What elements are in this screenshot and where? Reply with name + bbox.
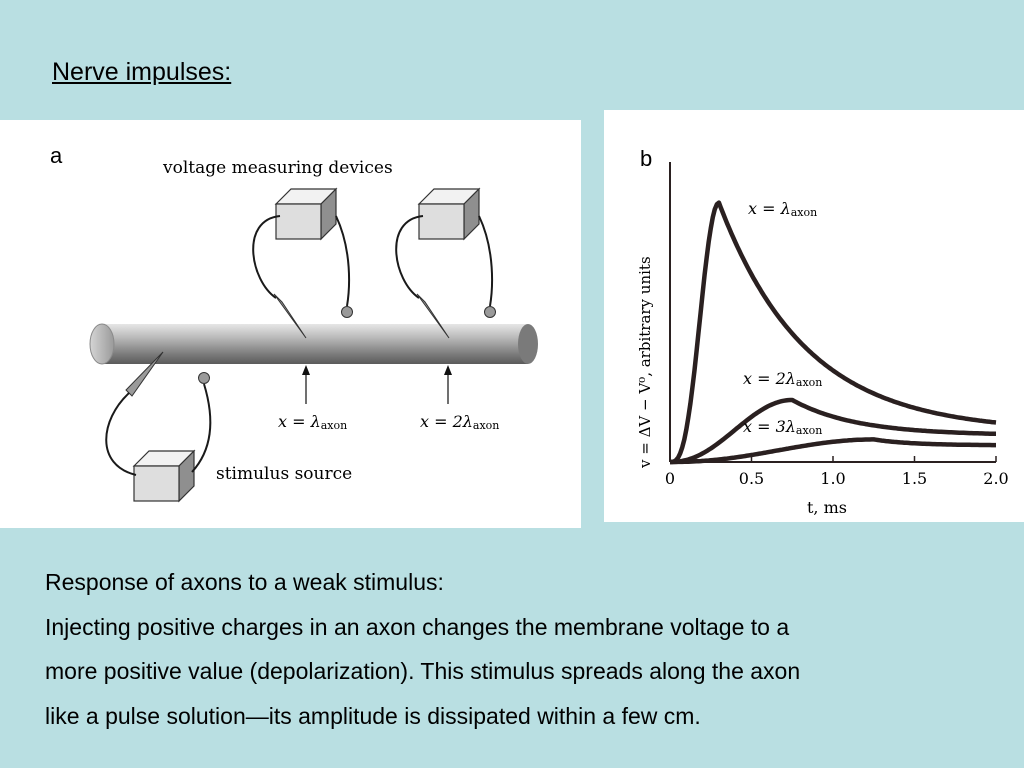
figure-panel-b: b v = ΔV − V⁰, arbitrary units 0 0.5 1.0 1.… [604,110,1024,522]
curve-3lambda [669,437,997,465]
x-tick-label: 2.0 [983,469,1008,488]
voltage-device-1 [252,187,353,339]
curve-2lambda [669,397,997,465]
axon-diagram: a voltage measuring devices [50,143,538,503]
position-label-2: x = 2λaxon [420,412,499,432]
x-tick-label: 0 [665,469,675,488]
figure-panel-a: a voltage measuring devices [0,120,581,528]
panel-a-letter: a [50,143,63,168]
x-axis-label: t, ms [807,498,847,517]
stimulus-label: stimulus source [216,464,352,484]
caption-line-1: Response of axons to a weak stimulus: [45,569,444,595]
curve-label-3lambda: x = 3λaxon [743,417,822,437]
curve-label-lambda: x = λaxon [748,199,817,219]
devices-label: voltage measuring devices [162,158,393,178]
x-tick-label: 0.5 [739,469,764,488]
axon-end-left [89,323,115,365]
y-axis-label: v = ΔV − V⁰, arbitrary units [636,256,654,469]
panel-b-letter: b [640,146,652,171]
caption-line-4: like a pulse solution—its amplitude is d… [45,702,701,729]
voltage-device-2 [395,187,496,339]
stimulus-source-device [105,351,212,503]
x-tick-label: 1.0 [820,469,845,488]
x-tick-label: 1.5 [902,469,927,488]
x-ticks: 0 0.5 1.0 1.5 2.0 [665,456,1009,488]
axon-tube [102,324,528,364]
caption: Response of axons to a weak stimulus: In… [45,560,1005,738]
arrow-lambda [302,365,310,404]
curve-label-2lambda: x = 2λaxon [743,369,822,389]
curve-lambda [669,200,997,465]
response-chart: b v = ΔV − V⁰, arbitrary units 0 0.5 1.0 1.… [636,146,1009,517]
arrow-2lambda [444,365,452,404]
slide-title: Nerve impulses: [52,58,232,86]
caption-line-3: more positive value (depolarization). Th… [45,658,801,684]
position-label-1: x = λaxon [278,412,347,432]
caption-line-2: Injecting positive charges in an axon ch… [45,613,790,640]
axon-end-right [518,324,538,364]
